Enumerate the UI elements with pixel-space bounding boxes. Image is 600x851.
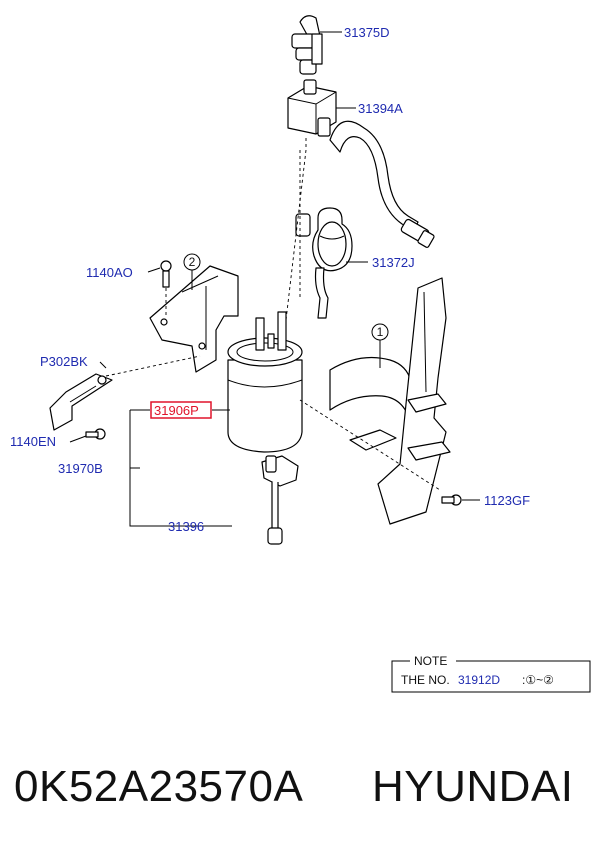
leader-lines — [69, 31, 480, 527]
label-1140AO[interactable]: 1140AO — [86, 265, 133, 280]
footer-part-number: 0K52A23570A — [14, 762, 304, 811]
label-31396[interactable]: 31396 — [168, 519, 204, 534]
note-prefix: THE NO. — [401, 673, 450, 687]
highlight-box-31906P — [150, 401, 212, 419]
svg-text:1: 1 — [377, 325, 384, 339]
svg-text:2: 2 — [189, 255, 196, 269]
label-1123GF[interactable]: 1123GF — [484, 493, 530, 508]
callout-2: 2 — [183, 253, 201, 271]
label-1140EN[interactable]: 1140EN — [10, 434, 56, 449]
label-31970B[interactable]: 31970B — [58, 461, 103, 476]
note-title: NOTE — [414, 654, 447, 668]
label-31372J[interactable]: 31372J — [372, 255, 415, 270]
note-range: :①~② — [522, 673, 554, 687]
fuel-filter — [227, 311, 303, 545]
hose-assembly — [285, 15, 435, 321]
label-31394A[interactable]: 31394A — [358, 101, 403, 116]
label-P302BK[interactable]: P302BK — [40, 354, 88, 369]
footer: 0K52A23570A HYUNDAI — [0, 752, 600, 822]
footer-brand: HYUNDAI — [372, 762, 574, 811]
label-31906P[interactable]: 31906P — [154, 403, 199, 418]
label-31375D[interactable]: 31375D — [344, 25, 390, 40]
mounting-bracket — [49, 355, 201, 440]
note-code: 31912D — [458, 673, 500, 687]
clamp-bracket — [299, 277, 462, 525]
callout-1: 1 — [371, 323, 389, 341]
note-box: NOTE THE NO. 31912D :①~② — [391, 654, 591, 693]
upper-bracket — [149, 260, 239, 373]
